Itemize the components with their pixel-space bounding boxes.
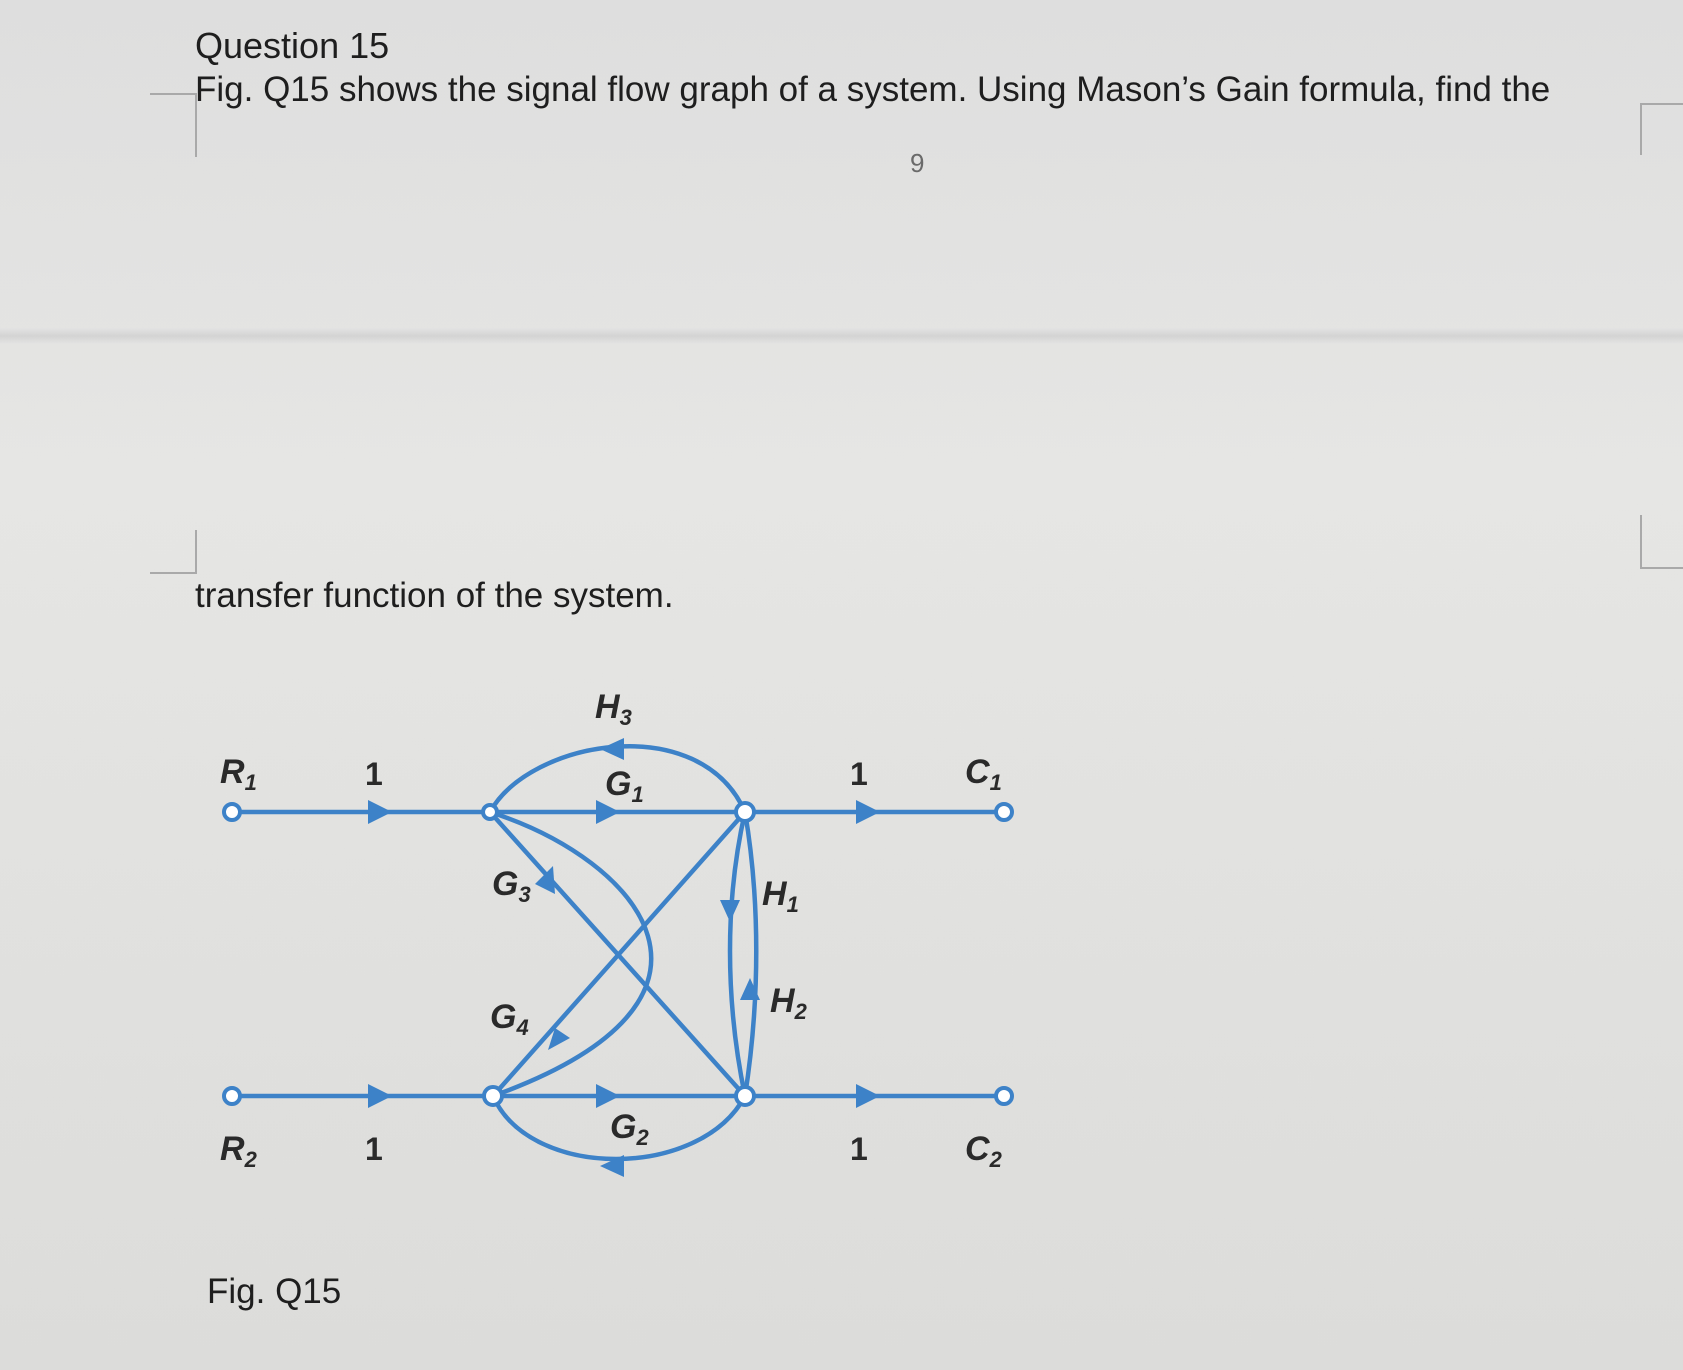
label-c1: C1 — [965, 753, 1002, 795]
label-h3: H3 — [595, 688, 632, 730]
label-r2: R2 — [220, 1130, 258, 1172]
label-h2: H2 — [770, 982, 808, 1024]
node-top-left — [481, 803, 499, 821]
question-title: Question 15 — [195, 25, 390, 66]
node-c2 — [994, 1086, 1014, 1106]
arrow-output-bottom — [856, 1084, 880, 1108]
crop-mark-mid-right — [1640, 515, 1683, 569]
crop-mark-mid-left — [150, 530, 197, 574]
question-text-line-2: transfer function of the system. — [195, 576, 674, 615]
label-g1: G1 — [605, 765, 644, 807]
node-r1 — [222, 802, 242, 822]
label-output-bottom-gain: 1 — [850, 1131, 868, 1167]
branch-h1 — [727, 809, 748, 1099]
paper-fold-shadow — [0, 328, 1683, 344]
arrow-input-top — [368, 800, 392, 824]
crop-mark-top-right — [1640, 103, 1683, 155]
node-r2 — [222, 1086, 242, 1106]
label-input-bottom-gain: 1 — [365, 1131, 383, 1167]
node-c1 — [994, 802, 1014, 822]
label-h1: H1 — [762, 875, 799, 917]
arrow-h1 — [720, 900, 740, 922]
crop-mark-top-left — [150, 93, 197, 157]
label-input-top-gain: 1 — [365, 756, 383, 792]
branch-g4 — [487, 809, 748, 1099]
label-g2: G2 — [610, 1108, 649, 1150]
arrow-g3 — [535, 866, 555, 894]
question-text-line-1: Fig. Q15 shows the signal flow graph of … — [195, 70, 1551, 109]
arrow-output-top — [856, 800, 880, 824]
label-g3: G3 — [492, 865, 531, 907]
arrow-h2 — [740, 978, 760, 1000]
arrow-h3 — [600, 738, 624, 760]
page-number: 9 — [910, 148, 925, 178]
node-bottom-right — [734, 1085, 756, 1107]
label-c2: C2 — [965, 1130, 1003, 1172]
arrow-g2-loop — [600, 1155, 624, 1177]
label-output-top-gain: 1 — [850, 756, 868, 792]
label-g4: G4 — [490, 998, 529, 1040]
label-r1: R1 — [220, 753, 257, 795]
arrow-input-bottom — [368, 1084, 392, 1108]
arrow-g1 — [596, 800, 620, 824]
arrow-g4 — [548, 1028, 570, 1050]
node-bottom-left — [482, 1085, 504, 1107]
figure-caption: Fig. Q15 — [207, 1272, 342, 1311]
arrow-g2 — [596, 1084, 620, 1108]
branch-cross-curve — [487, 809, 654, 1099]
node-top-right — [734, 801, 756, 823]
branch-h2 — [742, 809, 759, 1099]
